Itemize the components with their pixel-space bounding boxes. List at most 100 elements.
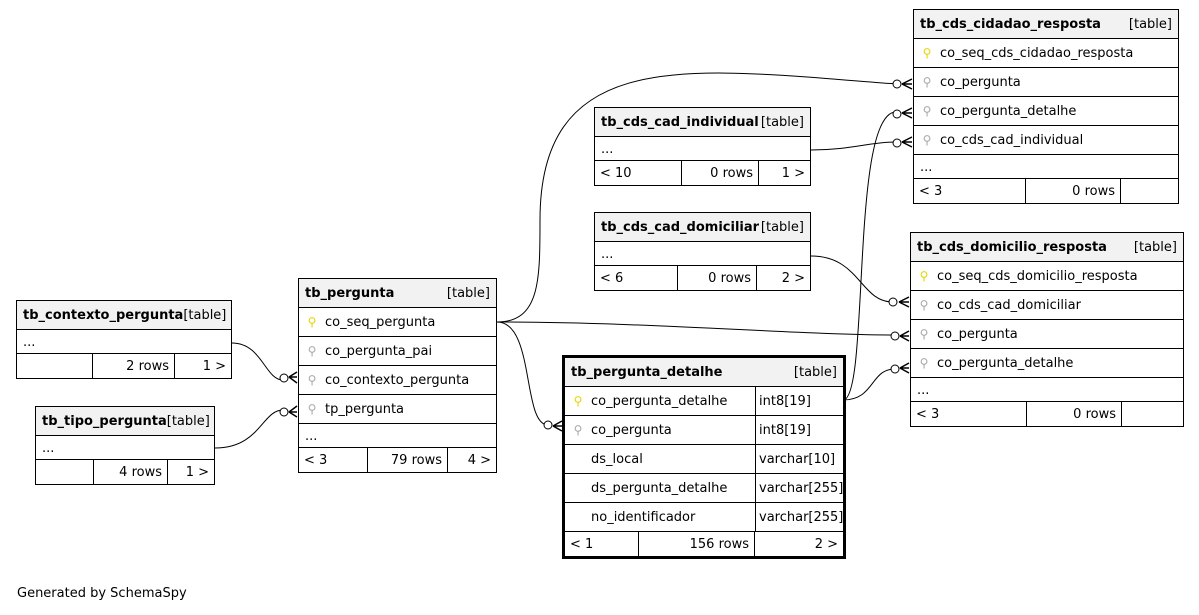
edge-marker: [543, 420, 553, 430]
column-row[interactable]: ⚲ co_pergunta_detalhe int8[19]: [565, 387, 843, 416]
table-footer: < 3 0 rows: [911, 402, 1183, 426]
column-row[interactable]: ds_local varchar[10]: [565, 445, 843, 474]
foreign-key-icon: ⚲: [307, 373, 317, 387]
foreign-key-icon: ⚲: [919, 298, 929, 312]
column-name: co_pergunta: [937, 326, 1018, 342]
table-footer: < 10 0 rows 1 >: [595, 161, 810, 185]
column-row[interactable]: ⚲co_seq_cds_domicilio_resposta: [911, 262, 1183, 291]
column-row[interactable]: ⚲co_seq_pergunta: [299, 308, 496, 337]
parents-link[interactable]: < 3: [919, 183, 943, 199]
parents-link[interactable]: < 1: [570, 536, 594, 552]
primary-key-icon: ⚲: [919, 269, 929, 283]
column-row[interactable]: ⚲ co_cds_cad_domiciliar: [911, 291, 1183, 320]
column-name: co_contexto_pergunta: [325, 372, 470, 388]
column-row[interactable]: ⚲ co_pergunta: [911, 320, 1183, 349]
column-type: int8[19]: [755, 416, 843, 444]
children-link[interactable]: 1 >: [167, 460, 214, 484]
column-row[interactable]: ⚲co_pergunta_detalhe: [911, 349, 1183, 378]
table-tb-cds-cad-domiciliar[interactable]: tb_cds_cad_domiciliar [table] ... < 6 0 …: [594, 212, 811, 291]
children-link[interactable]: 2 >: [756, 266, 810, 290]
column-row[interactable]: ⚲co_pergunta: [914, 68, 1178, 97]
children-link[interactable]: [1121, 402, 1183, 426]
row-count: 0 rows: [681, 161, 758, 185]
children-link[interactable]: 1 >: [758, 161, 810, 185]
table-kind: [table]: [793, 364, 837, 380]
column-row[interactable]: ⚲co_cds_cad_individual: [914, 126, 1178, 155]
table-tb-tipo-pergunta[interactable]: tb_tipo_pergunta [table] ... 4 rows 1 >: [35, 406, 215, 485]
row-count: 4 rows: [93, 460, 167, 484]
table-tb-cds-cad-individual[interactable]: tb_cds_cad_individual [table] ... < 10 0…: [594, 107, 811, 186]
table-name: tb_pergunta: [305, 285, 395, 301]
table-footer: < 3 79 rows 4 >: [299, 448, 496, 472]
row-count: 0 rows: [677, 266, 756, 290]
parents-link[interactable]: [36, 460, 93, 484]
row-count: 156 rows: [638, 532, 754, 556]
table-tb-cds-cidadao-resposta[interactable]: tb_cds_cidadao_resposta [table] ⚲co_seq_…: [913, 9, 1179, 204]
column-name: ds_pergunta_detalhe: [591, 480, 728, 496]
edge-tipo-to-pergunta: [214, 409, 284, 449]
edge-individual-to-cidadao: [810, 141, 896, 151]
table-header: tb_cds_domicilio_resposta [table]: [911, 233, 1183, 262]
parents-link[interactable]: < 3: [916, 406, 940, 422]
column-name: co_cds_cad_domiciliar: [937, 297, 1081, 313]
edge-detalhe-to-cidadao: [842, 111, 897, 401]
edge-marker: [890, 364, 900, 374]
column-row[interactable]: ds_pergunta_detalhe varchar[255]: [565, 474, 843, 503]
table-header: tb_pergunta_detalhe [table]: [565, 358, 843, 387]
table-header: tb_tipo_pergunta [table]: [36, 407, 214, 436]
parents-link[interactable]: < 6: [600, 270, 624, 286]
column-name: co_pergunta_detalhe: [591, 393, 728, 409]
table-header: tb_contexto_pergunta [table]: [17, 301, 231, 330]
table-footer: 4 rows 1 >: [36, 460, 214, 484]
table-footer: < 6 0 rows 2 >: [595, 266, 810, 290]
column-type: varchar[255]: [755, 503, 843, 531]
edge-marker: [890, 331, 900, 341]
column-name: co_pergunta_detalhe: [940, 103, 1077, 119]
edge-marker: [279, 407, 289, 417]
table-name: tb_tipo_pergunta: [42, 413, 167, 429]
edge-domiciliar-to-domicilio: [810, 255, 894, 303]
table-tb-contexto-pergunta[interactable]: tb_contexto_pergunta [table] ... 2 rows …: [16, 300, 232, 379]
table-kind: [table]: [760, 219, 804, 235]
column-name: co_seq_cds_cidadao_resposta: [940, 45, 1134, 61]
foreign-key-icon: ⚲: [922, 133, 932, 147]
columns-ellipsis: ...: [595, 242, 810, 266]
table-tb-cds-domicilio-resposta[interactable]: tb_cds_domicilio_resposta [table] ⚲co_se…: [910, 232, 1184, 427]
columns-ellipsis: ...: [595, 137, 810, 161]
parents-link[interactable]: [17, 354, 92, 378]
parents-link[interactable]: < 10: [600, 165, 632, 181]
edge-pergunta-to-detalhe: [496, 321, 549, 426]
column-name: ds_local: [591, 451, 643, 467]
table-name: tb_cds_cad_domiciliar: [601, 219, 760, 235]
table-tb-pergunta[interactable]: tb_pergunta [table] ⚲co_seq_pergunta ⚲co…: [298, 278, 497, 473]
column-row[interactable]: ⚲co_pergunta_detalhe: [914, 97, 1178, 126]
table-kind: [table]: [446, 285, 490, 301]
row-count: 0 rows: [1026, 402, 1121, 426]
column-name: tp_pergunta: [325, 401, 405, 417]
column-type: varchar[10]: [755, 445, 843, 473]
table-tb-pergunta-detalhe[interactable]: tb_pergunta_detalhe [table] ⚲co_pergunta…: [562, 355, 846, 559]
row-count: 0 rows: [1025, 179, 1120, 203]
column-row[interactable]: ⚲co_pergunta_pai: [299, 337, 496, 366]
children-link[interactable]: 4 >: [447, 448, 496, 472]
foreign-key-icon: ⚲: [919, 327, 929, 341]
table-footer: < 1 156 rows 2 >: [565, 532, 843, 556]
column-type: int8[19]: [755, 387, 843, 415]
column-row[interactable]: ⚲ co_contexto_pergunta: [299, 366, 496, 395]
column-row[interactable]: ⚲co_seq_cds_cidadao_resposta: [914, 39, 1178, 68]
columns-ellipsis: ...: [299, 424, 496, 448]
children-link[interactable]: 2 >: [754, 532, 843, 556]
children-link[interactable]: 1 >: [174, 354, 231, 378]
table-footer: < 3 0 rows: [914, 179, 1178, 203]
column-row[interactable]: ⚲tp_pergunta: [299, 395, 496, 424]
children-link[interactable]: [1120, 179, 1178, 203]
edge-marker: [892, 138, 902, 148]
table-name: tb_pergunta_detalhe: [571, 364, 723, 380]
primary-key-icon: ⚲: [573, 394, 583, 408]
table-name: tb_cds_cidadao_resposta: [920, 16, 1101, 32]
column-type: varchar[255]: [755, 474, 843, 502]
parents-link[interactable]: < 3: [304, 452, 328, 468]
